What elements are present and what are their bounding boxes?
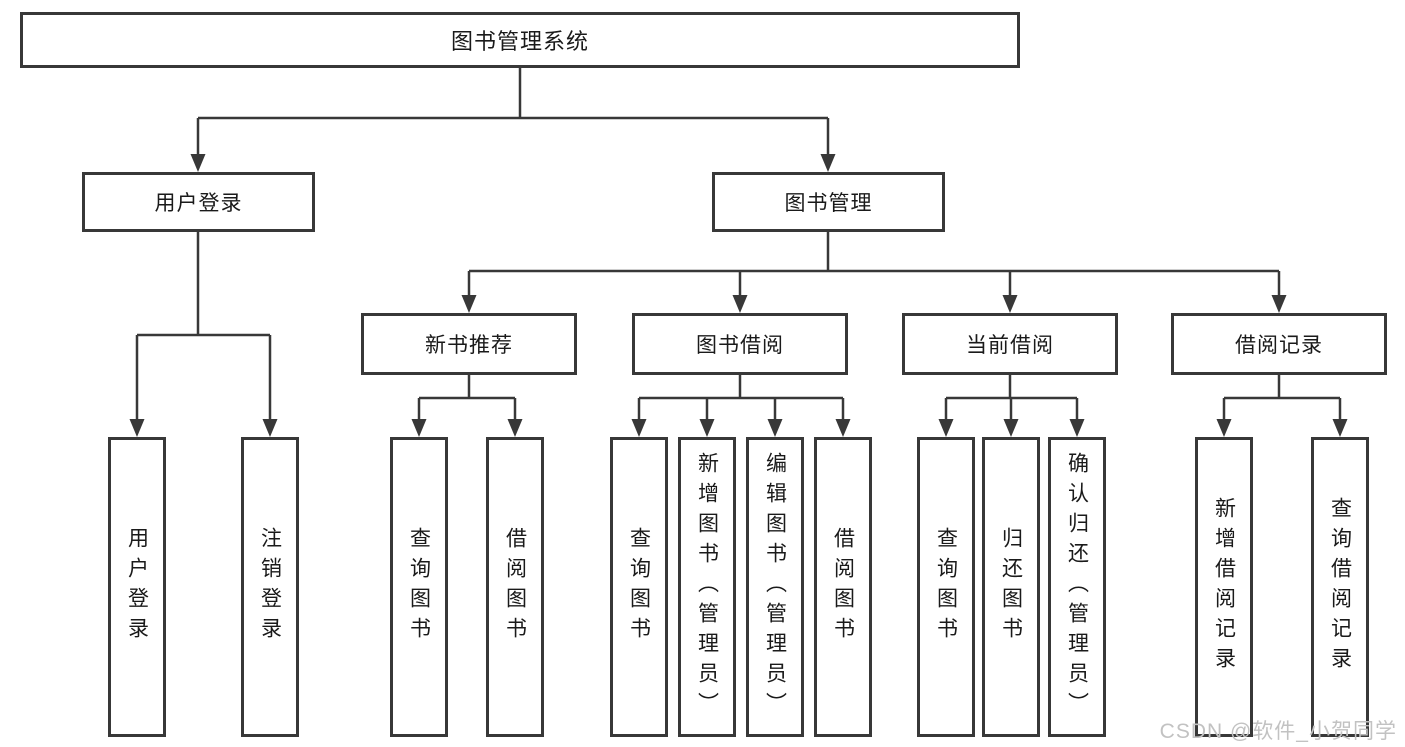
node-book-management: 图书管理 — [712, 172, 945, 232]
node-label: 新书推荐 — [425, 334, 513, 357]
arrowheads — [129, 154, 1348, 437]
leaf-return-books: 归还图书 — [982, 437, 1040, 737]
leaf-add-borrow-record: 新增借阅记录 — [1195, 437, 1253, 737]
node-label: 确认归还（管理员） — [1065, 452, 1089, 722]
node-label: 借阅记录 — [1235, 334, 1323, 357]
node-label: 查询图书 — [627, 527, 651, 647]
leaf-add-books-admin: 新增图书（管理员） — [678, 437, 736, 737]
node-book-borrow: 图书借阅 — [632, 313, 848, 375]
node-new-book-recommend: 新书推荐 — [361, 313, 577, 375]
csdn-watermark: CSDN @软件_小贺同学 — [1159, 720, 1397, 743]
node-label: 查询图书 — [407, 527, 431, 647]
leaf-edit-books-admin: 编辑图书（管理员） — [746, 437, 804, 737]
node-label: 借阅图书 — [503, 527, 527, 647]
leaf-confirm-return-admin: 确认归还（管理员） — [1048, 437, 1106, 737]
leaf-query-borrow-record: 查询借阅记录 — [1311, 437, 1369, 737]
node-label: 新增借阅记录 — [1212, 497, 1236, 677]
leaf-user-login: 用户登录 — [108, 437, 166, 737]
node-label: 注销登录 — [258, 527, 282, 647]
node-label: 用户登录 — [154, 192, 243, 215]
node-label: 图书管理系统 — [450, 29, 589, 54]
node-label: 用户登录 — [125, 527, 149, 647]
node-label: 当前借阅 — [966, 334, 1054, 357]
node-label: 查询图书 — [934, 527, 958, 647]
leaf-query-books-borrow: 查询图书 — [610, 437, 668, 737]
node-label: 新增图书（管理员） — [695, 452, 719, 722]
leaf-borrow-books-recommend: 借阅图书 — [486, 437, 544, 737]
node-label: 图书借阅 — [696, 334, 784, 357]
leaf-logout: 注销登录 — [241, 437, 299, 737]
node-borrow-records: 借阅记录 — [1171, 313, 1387, 375]
node-label: 归还图书 — [999, 527, 1023, 647]
leaf-query-books-recommend: 查询图书 — [390, 437, 448, 737]
node-user-login: 用户登录 — [82, 172, 315, 232]
leaf-query-books-current: 查询图书 — [917, 437, 975, 737]
leaf-borrow-books: 借阅图书 — [814, 437, 872, 737]
node-label: 借阅图书 — [831, 527, 855, 647]
node-label: 编辑图书（管理员） — [763, 452, 787, 722]
node-current-borrow: 当前借阅 — [902, 313, 1118, 375]
node-label: 图书管理 — [784, 192, 873, 215]
node-label: 查询借阅记录 — [1328, 497, 1352, 677]
node-root-library-system: 图书管理系统 — [20, 12, 1020, 68]
